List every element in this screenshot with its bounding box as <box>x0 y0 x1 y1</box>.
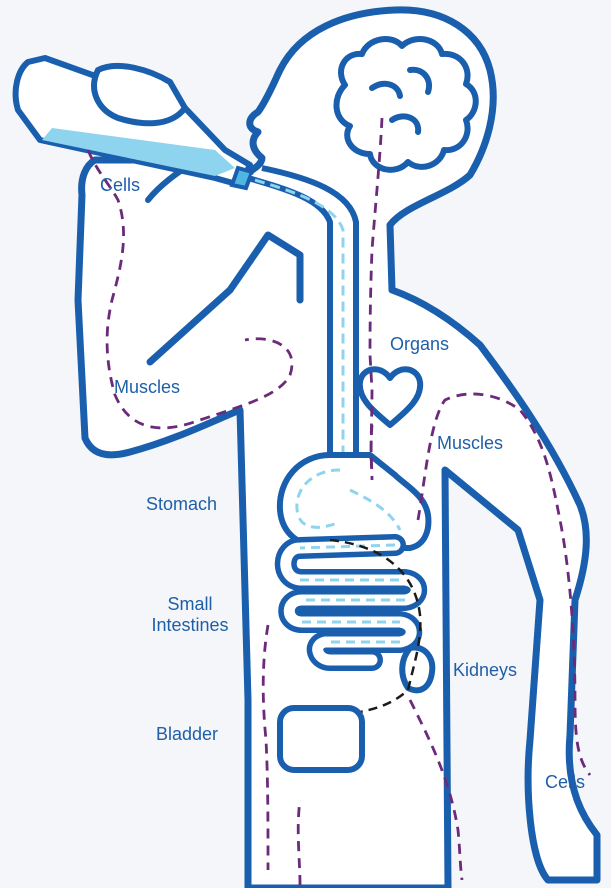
label-bladder: Bladder <box>156 724 218 745</box>
label-stomach: Stomach <box>146 494 217 515</box>
label-small-intestines: Small Intestines <box>140 594 240 636</box>
label-small-intestines-line1: Small <box>140 594 240 615</box>
label-organs: Organs <box>390 334 449 355</box>
label-cells-left: Cells <box>100 175 140 196</box>
bladder-icon <box>280 708 362 770</box>
label-muscles-arm: Muscles <box>114 377 180 398</box>
brain-icon <box>336 39 475 170</box>
label-small-intestines-line2: Intestines <box>140 615 240 636</box>
label-cells-right: Cells <box>545 772 585 793</box>
label-muscles-torso: Muscles <box>437 433 503 454</box>
label-kidneys: Kidneys <box>453 660 517 681</box>
